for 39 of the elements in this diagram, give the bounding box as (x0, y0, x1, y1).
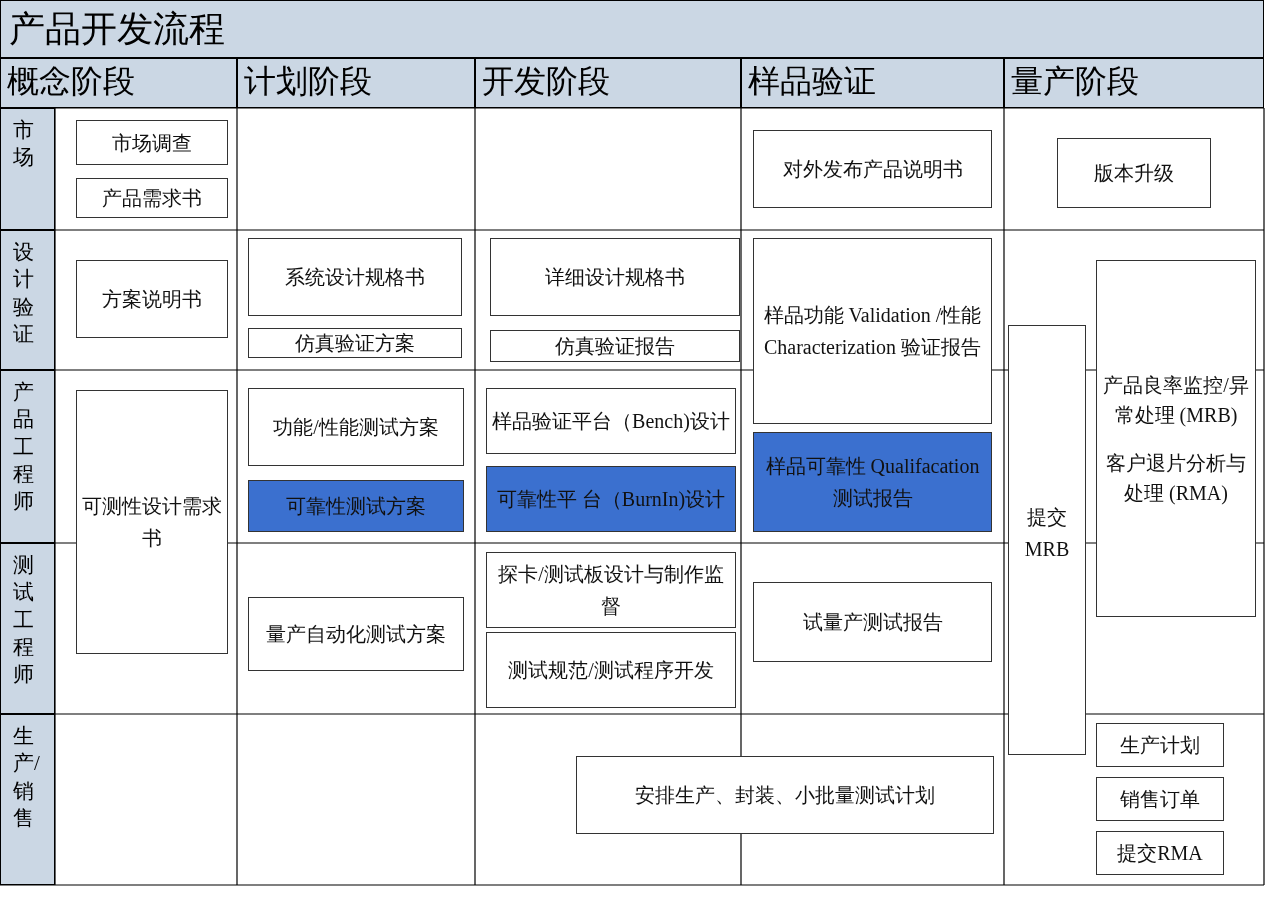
process-box: 提交MRB (1008, 325, 1086, 755)
process-box: 探卡/测试板设计与制作监督 (486, 552, 736, 628)
process-box: 仿真验证方案 (248, 328, 462, 358)
process-box: 方案说明书 (76, 260, 228, 338)
row-header: 生产/销售 (0, 714, 55, 885)
process-box: 销售订单 (1096, 777, 1224, 821)
process-box: 可测性设计需求书 (76, 390, 228, 654)
row-header: 市场 (0, 108, 55, 230)
process-box: 安排生产、封装、小批量测试计划 (576, 756, 994, 834)
process-box: 功能/性能测试方案 (248, 388, 464, 466)
process-box: 样品功能 Validation /性能 Characterization 验证报告 (753, 238, 992, 424)
process-box: 产品需求书 (76, 178, 228, 218)
highlighted-box: 样品可靠性 Qualifacation 测试报告 (753, 432, 992, 532)
row-header: 产品工程师 (0, 370, 55, 543)
column-header: 样品验证 (741, 58, 1004, 108)
column-header: 计划阶段 (237, 58, 475, 108)
process-box: 生产计划 (1096, 723, 1224, 767)
process-box: 试量产测试报告 (753, 582, 992, 662)
process-box: 测试规范/测试程序开发 (486, 632, 736, 708)
process-box: 详细设计规格书 (490, 238, 740, 316)
process-box: 市场调查 (76, 120, 228, 165)
column-header: 开发阶段 (475, 58, 741, 108)
process-box: 系统设计规格书 (248, 238, 462, 316)
box-text: 产品良率监控/异常处理 (MRB) (1102, 372, 1250, 429)
row-header: 测试工程师 (0, 543, 55, 714)
process-box: 仿真验证报告 (490, 330, 740, 362)
process-box: 样品验证平台（Bench)设计 (486, 388, 736, 454)
title-bar: 产品开发流程 (0, 0, 1264, 58)
row-header: 设计验证 (0, 230, 55, 370)
process-box: 提交RMA (1096, 831, 1224, 875)
process-box (1096, 260, 1256, 617)
box-text: 客户退片分析与处理 (RMA) (1105, 450, 1247, 507)
process-box: 对外发布产品说明书 (753, 130, 992, 208)
highlighted-box: 可靠性平 台（BurnIn)设计 (486, 466, 736, 532)
highlighted-box: 可靠性测试方案 (248, 480, 464, 532)
column-header: 概念阶段 (0, 58, 237, 108)
column-header: 量产阶段 (1004, 58, 1264, 108)
process-box: 量产自动化测试方案 (248, 597, 464, 671)
process-box: 版本升级 (1057, 138, 1211, 208)
